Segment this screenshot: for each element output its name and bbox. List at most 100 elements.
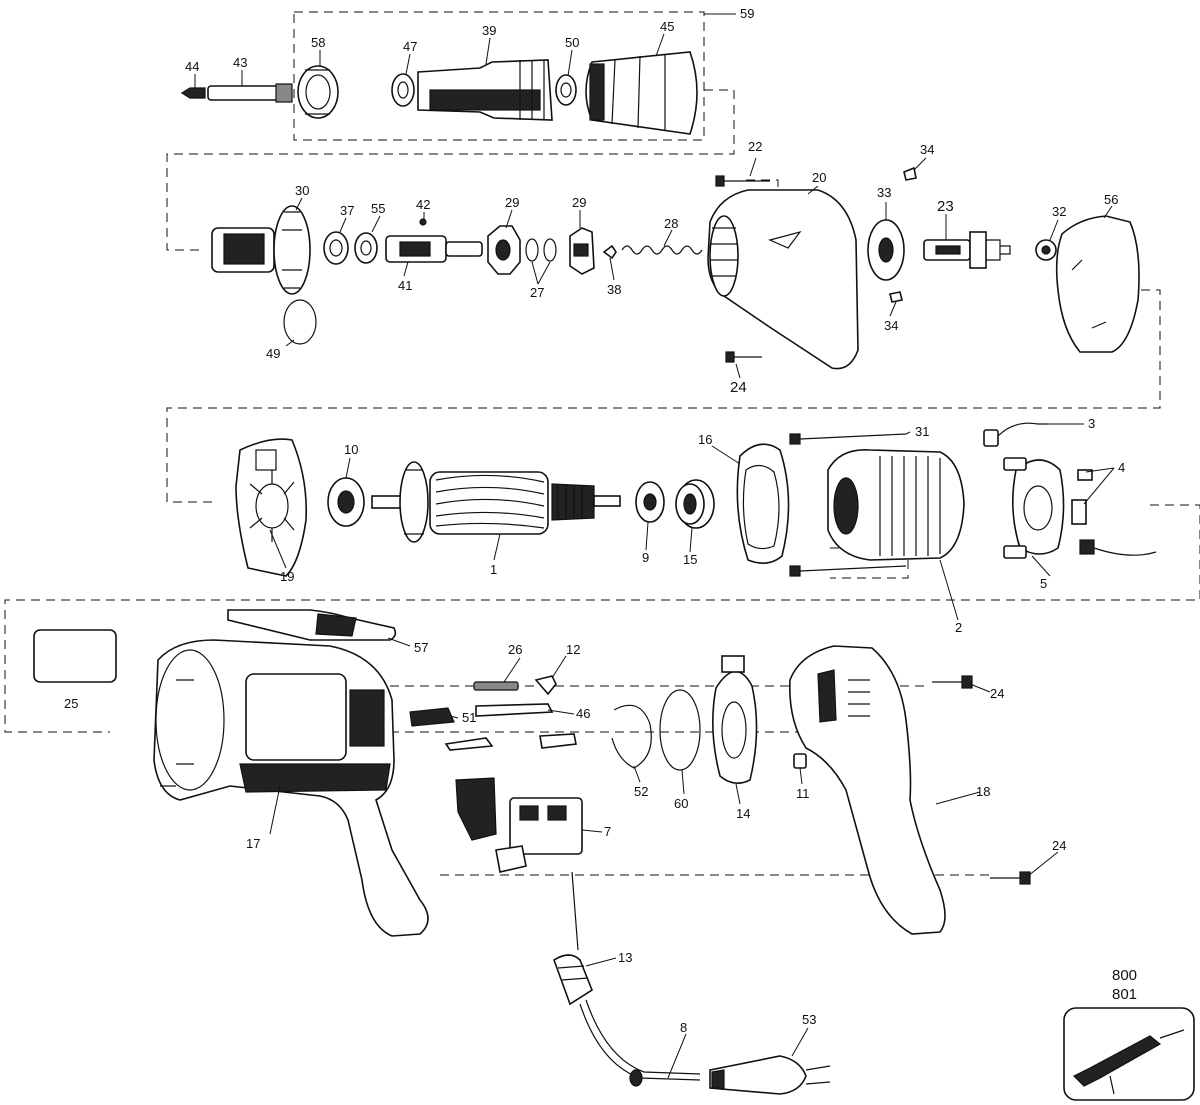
callout-47: 47 bbox=[403, 39, 417, 54]
part-4-brushes bbox=[1071, 469, 1157, 556]
part-51-switch-link bbox=[409, 707, 455, 727]
part-58-nut bbox=[297, 65, 339, 119]
part-13-strain-relief bbox=[553, 954, 593, 1006]
part-56-baffle bbox=[1055, 215, 1140, 353]
part-24-screw-gearcase bbox=[725, 351, 762, 363]
callout-26: 26 bbox=[508, 642, 522, 657]
part-31-screw-bottom bbox=[789, 565, 907, 577]
part-7-switch bbox=[455, 777, 583, 873]
part-57-cover bbox=[227, 609, 397, 641]
part-50-bearing bbox=[555, 74, 577, 106]
callout-46: 46 bbox=[576, 706, 590, 721]
callout-51: 51 bbox=[462, 710, 476, 725]
callout-3: 3 bbox=[1088, 416, 1095, 431]
callout-58: 58 bbox=[311, 35, 325, 50]
part-24-screw-handle-bottom bbox=[990, 871, 1031, 885]
callout-23: 23 bbox=[937, 198, 954, 215]
callout-5: 5 bbox=[1040, 576, 1047, 591]
part-1-armature bbox=[371, 461, 621, 543]
callout-52: 52 bbox=[634, 784, 648, 799]
part-29-clutch-jaw-b bbox=[569, 227, 595, 275]
part-43-bit-holder bbox=[207, 83, 293, 103]
part-60-ring bbox=[659, 689, 701, 771]
callout-15: 15 bbox=[683, 552, 697, 567]
callout-38: 38 bbox=[607, 282, 621, 297]
callout-53: 53 bbox=[802, 1012, 816, 1027]
part-18-handle-half bbox=[789, 645, 946, 935]
accessory-label-801: 801 bbox=[1112, 986, 1137, 1003]
callout-20: 20 bbox=[812, 170, 826, 185]
callout-11: 11 bbox=[796, 786, 810, 801]
part-32-bushing bbox=[1035, 239, 1057, 261]
part-42-ball bbox=[419, 218, 427, 226]
leader-lines bbox=[194, 13, 1115, 1079]
accessory-box bbox=[1063, 1007, 1195, 1101]
callout-55: 55 bbox=[371, 201, 385, 216]
callout-50: 50 bbox=[565, 35, 579, 50]
part-16-baffle bbox=[736, 443, 790, 564]
part-41-spindle bbox=[385, 235, 483, 263]
callout-44: 44 bbox=[185, 59, 199, 74]
callout-16: 16 bbox=[698, 432, 712, 447]
callout-labels: 44 43 58 47 39 50 45 59 30 37 55 42 41 2… bbox=[64, 6, 1137, 1035]
callout-57: 57 bbox=[414, 640, 428, 655]
part-29-clutch-jaw-a bbox=[487, 225, 521, 275]
part-34-screw-top bbox=[903, 166, 917, 181]
callout-9: 9 bbox=[642, 550, 649, 565]
callout-7: 7 bbox=[604, 824, 611, 839]
part-2-field bbox=[827, 449, 965, 561]
callout-10: 10 bbox=[344, 442, 358, 457]
part-14-end-bracket bbox=[712, 655, 758, 784]
callout-49: 49 bbox=[266, 346, 280, 361]
part-5-brush-holder bbox=[1003, 457, 1065, 559]
callout-2: 2 bbox=[955, 620, 962, 635]
part-reverse-links bbox=[444, 733, 577, 751]
part-15-bearing-cup bbox=[675, 479, 715, 529]
part-46-lever bbox=[475, 703, 554, 717]
callout-29b: 29 bbox=[572, 195, 586, 210]
part-23-gear bbox=[923, 231, 1011, 269]
callout-42: 42 bbox=[416, 197, 430, 212]
callout-8: 8 bbox=[680, 1020, 687, 1035]
callout-37: 37 bbox=[340, 203, 354, 218]
callout-30: 30 bbox=[295, 183, 309, 198]
part-27-rings bbox=[525, 238, 557, 262]
callout-29a: 29 bbox=[505, 195, 519, 210]
callout-19: 19 bbox=[280, 569, 294, 584]
part-34-screw-bottom bbox=[889, 291, 903, 303]
callout-24-handle-top: 24 bbox=[990, 686, 1004, 701]
part-33-bearing bbox=[867, 219, 905, 281]
part-9-bearing bbox=[635, 481, 665, 523]
part-55-bushing bbox=[354, 232, 378, 264]
callout-28: 28 bbox=[664, 216, 678, 231]
callout-59: 59 bbox=[740, 6, 754, 21]
part-12-clip bbox=[534, 675, 557, 696]
callout-31: 31 bbox=[915, 424, 929, 439]
part-45-collar bbox=[585, 51, 698, 135]
part-44-bit bbox=[180, 87, 206, 99]
part-26-spring bbox=[473, 681, 519, 691]
callout-22: 22 bbox=[748, 139, 762, 154]
callout-45: 45 bbox=[660, 19, 674, 34]
callout-41: 41 bbox=[398, 278, 412, 293]
callout-24-gearcase: 24 bbox=[730, 379, 747, 396]
callout-17: 17 bbox=[246, 836, 260, 851]
part-17-housing bbox=[153, 639, 429, 937]
callout-24-handle-bottom: 24 bbox=[1052, 838, 1066, 853]
callout-25: 25 bbox=[64, 696, 78, 711]
part-24-screw-handle-top bbox=[932, 675, 973, 689]
part-30-clutch-housing bbox=[211, 205, 311, 295]
part-20-gear-case bbox=[707, 189, 859, 370]
part-3-brush-lead bbox=[983, 422, 1048, 447]
part-19-brush-plate bbox=[235, 438, 308, 577]
part-47-washer bbox=[391, 73, 415, 107]
part-49-retaining-ring bbox=[283, 299, 317, 345]
callout-14: 14 bbox=[736, 806, 750, 821]
accessory-label-800: 800 bbox=[1112, 967, 1137, 984]
part-22-screw bbox=[715, 175, 770, 187]
callout-18: 18 bbox=[976, 784, 990, 799]
callout-39: 39 bbox=[482, 23, 496, 38]
part-52-ring bbox=[611, 704, 652, 769]
callout-34-bottom: 34 bbox=[884, 318, 898, 333]
